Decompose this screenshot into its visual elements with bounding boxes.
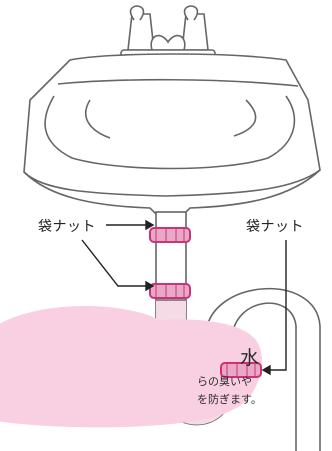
callout-bubble (0, 306, 262, 428)
label-nut-right: 袋ナット (246, 219, 304, 235)
arrow-right (261, 240, 287, 376)
callout-text-line-1: らの臭いや (197, 375, 252, 388)
nut-trap (220, 362, 262, 378)
arrow-left-top (106, 219, 155, 231)
arrow-left-middle (81, 239, 155, 292)
callout-text-line-2: を防ぎます。 (197, 393, 262, 406)
label-nut-left: 袋ナット (38, 219, 96, 235)
nut-middle (149, 283, 191, 299)
nut-top (149, 227, 191, 243)
sink-basin (23, 53, 321, 215)
callout-title: 水 (240, 347, 260, 369)
